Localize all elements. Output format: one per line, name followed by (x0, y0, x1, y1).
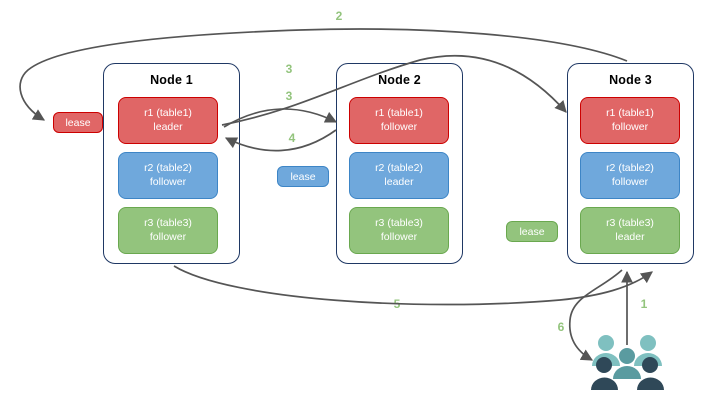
people-center-figure (613, 348, 641, 379)
replica-n2-r1[interactable]: r1 (table1) follower (349, 97, 449, 144)
replica-n2-r3[interactable]: r3 (table3) follower (349, 207, 449, 254)
replica-n3-r3[interactable]: r3 (table3) leader (580, 207, 680, 254)
arrow-step-5 (173, 265, 653, 306)
replica-n2-r2[interactable]: r2 (table2) leader (349, 152, 449, 199)
node-box-node1[interactable]: Node 1 r1 (table1) leader r2 (table2) fo… (103, 63, 240, 264)
lease-chip-blue[interactable]: lease (277, 166, 329, 187)
step-label-6: 6 (557, 320, 565, 334)
arrow-step-4 (224, 129, 337, 152)
step-label-3b: 3 (285, 89, 293, 103)
node-box-node2[interactable]: Node 2 r1 (table1) follower r2 (table2) … (336, 63, 463, 264)
arrow-step-2 (19, 28, 628, 121)
lease-chip-green[interactable]: lease (506, 221, 558, 242)
people-front-row (591, 357, 664, 390)
replica-n1-r2[interactable]: r2 (table2) follower (118, 152, 218, 199)
step-label-3a: 3 (285, 62, 293, 76)
arrow-step-3-upper (221, 54, 567, 126)
node-title: Node 2 (378, 73, 421, 87)
replica-n3-r2[interactable]: r2 (table2) follower (580, 152, 680, 199)
replica-n1-r1[interactable]: r1 (table1) leader (118, 97, 218, 144)
step-label-1: 1 (640, 297, 648, 311)
arrow-step-3-lower (223, 108, 338, 128)
lease-chip-red[interactable]: lease (53, 112, 103, 133)
replica-n3-r1[interactable]: r1 (table1) follower (580, 97, 680, 144)
node-title: Node 1 (150, 73, 193, 87)
replica-n1-r3[interactable]: r3 (table3) follower (118, 207, 218, 254)
step-label-2: 2 (335, 9, 343, 23)
people-icon (591, 335, 664, 390)
node-title: Node 3 (609, 73, 652, 87)
node-box-node3[interactable]: Node 3 r1 (table1) follower r2 (table2) … (567, 63, 694, 264)
arrow-step-6 (568, 269, 623, 361)
step-label-4: 4 (288, 131, 296, 145)
